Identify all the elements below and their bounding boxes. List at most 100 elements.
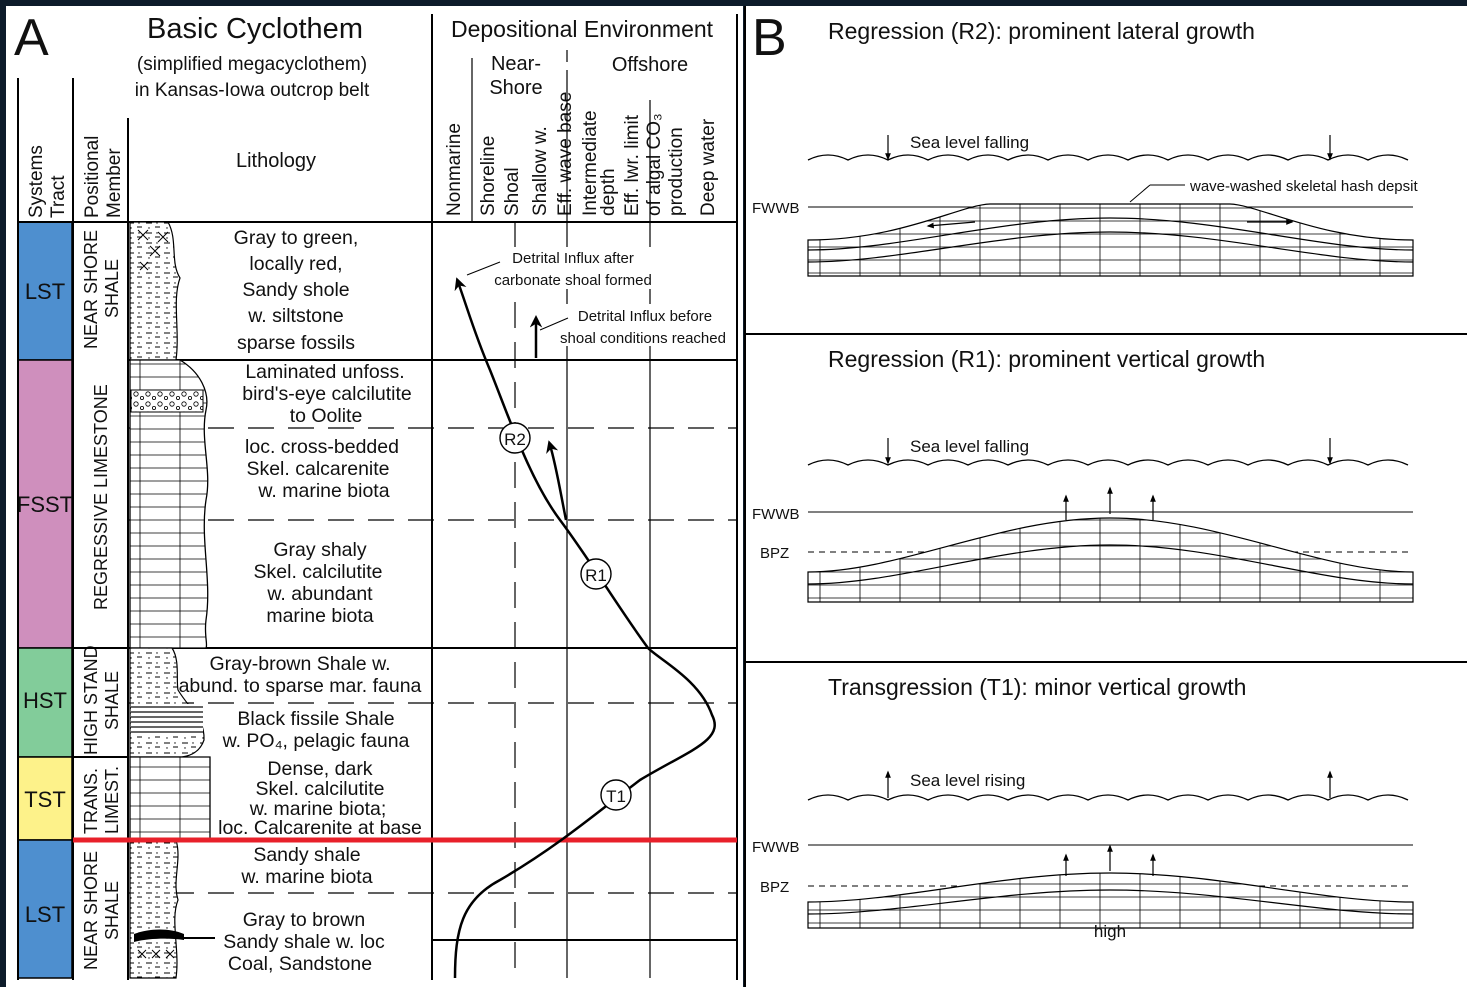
lith-unit2a-line1: Laminated unfoss. — [245, 361, 404, 383]
env-algal: of algal CO₃ — [644, 113, 665, 216]
tract-box-lst-top — [17, 221, 73, 361]
lith-unit2b-line1: loc. cross-bedded — [245, 436, 399, 458]
curve-labels: R2 R1 T1 — [499, 422, 632, 811]
sea-level-label-r1: Sea level falling — [910, 437, 1029, 456]
label-r2: R2 — [504, 430, 526, 449]
lith-unit5b-line1: Gray to brown — [243, 909, 365, 931]
tract-box-lst-bottom — [17, 839, 73, 979]
sea-surface-r1 — [807, 459, 1409, 466]
lith-unit5a-line2: w. marine biota — [240, 866, 372, 888]
lith-unit5b-line3: Coal, Sandstone — [228, 953, 372, 975]
fwwb-label-t1: FWWB — [752, 839, 799, 856]
member-regressive-limestone: REGRESSIVE LIMESTONE — [91, 384, 111, 610]
sea-surface-r2 — [807, 154, 1409, 161]
panel-b-letter: B — [752, 9, 787, 67]
section-t1: Transgression (T1): minor vertical growt… — [752, 674, 1414, 941]
sea-level-label-r2: Sea level falling — [910, 133, 1029, 152]
callout-wave-washed: wave-washed skeletal hash depsit — [1189, 178, 1418, 195]
header-tract: Tract — [48, 175, 69, 218]
lith-unit3b-line2: w. PO₄, pelagic fauna — [222, 730, 410, 752]
env-eff-lwr-limit: Eff. lwr. limit — [622, 114, 643, 216]
near-shore-1: Near- — [491, 53, 541, 75]
lith-unit4-line4: loc. Calcarenite at base — [218, 817, 422, 839]
fwwb-label-r2: FWWB — [752, 200, 799, 217]
env-nonmarine: Nonmarine — [444, 123, 465, 216]
tract-box-hst — [17, 647, 73, 758]
dashed-horizontals — [128, 427, 737, 894]
lith-unit3a-line1: Gray-brown Shale w. — [210, 653, 391, 675]
panel-a-subtitle-1: (simplified megacyclothem) — [137, 54, 367, 75]
panel-b-background — [746, 6, 1467, 987]
section-r2: Regression (R2): prominent lateral growt… — [752, 18, 1418, 277]
section-t1-title: Transgression (T1): minor vertical growt… — [828, 674, 1246, 700]
tract-label-lst-top: LST — [25, 279, 65, 304]
fwwb-label-r1: FWWB — [752, 506, 799, 523]
near-shore-2: Shore — [489, 77, 542, 99]
lith-unit3a-line2: abund. to sparse mar. fauna — [179, 675, 422, 697]
detrital-annotations: Detrital Influx after carbonate shoal fo… — [466, 247, 734, 347]
offshore-label: Offshore — [612, 54, 688, 76]
bpz-label-r1: BPZ — [760, 545, 789, 562]
tract-box-fsst — [17, 359, 73, 649]
label-high: high — [1094, 922, 1126, 941]
tract-label-tst: TST — [24, 787, 66, 812]
lith-unit2a-line3: to Oolite — [290, 405, 363, 427]
env-shoal: Shoal — [502, 167, 523, 216]
lith-unit2b-line3: w. marine biota — [257, 480, 389, 502]
detrital-after-1: Detrital Influx after — [512, 250, 634, 267]
tract-label-lst-bottom: LST — [25, 902, 65, 927]
lith-unit1-line4: w. siltstone — [247, 305, 343, 327]
lith-unit2a-line2: bird's-eye calcilutite — [242, 383, 412, 405]
member-trans-1: TRANS. — [81, 768, 101, 834]
panel-b: B Regression (R2): prominent lateral gro… — [746, 9, 1467, 941]
detrital-before-2: shoal conditions reached — [560, 330, 726, 347]
label-r1: R1 — [585, 566, 607, 585]
section-r1-title: Regression (R1): prominent vertical grow… — [828, 346, 1265, 372]
env-header: Depositional Environment — [451, 16, 714, 42]
member-high-stand-1: HIGH STAND — [81, 645, 101, 755]
lith-unit4-line2: Skel. calcilutite — [256, 778, 385, 800]
lithology-descriptions: Gray to green, locally red, Sandy shole … — [179, 227, 422, 975]
lith-unit5b-line2: Sandy shale w. loc — [223, 931, 385, 953]
env-eff-wave-base: Eff. wave base — [555, 92, 576, 216]
header-member: Member — [104, 148, 125, 218]
lith-unit4-line3: w. marine biota; — [249, 798, 387, 820]
member-near-shore-top-1: NEAR SHORE — [81, 230, 101, 349]
sea-level-label-t1: Sea level rising — [910, 771, 1025, 790]
panel-a-letter: A — [14, 9, 49, 67]
sea-surface-t1 — [807, 794, 1409, 801]
panel-a-title: Basic Cyclothem — [147, 13, 363, 45]
lith-unit2c-line2: Skel. calcilutite — [254, 561, 383, 583]
member-high-stand-2: SHALE — [102, 671, 122, 730]
header-positional: Positional — [82, 136, 103, 218]
tract-label-hst: HST — [23, 688, 67, 713]
env-intermediate: Intermediate — [580, 110, 601, 216]
header-lithology: Lithology — [236, 150, 316, 172]
lith-unit2b-line2: Skel. calcarenite — [246, 458, 389, 480]
member-near-shore-bottom-2: SHALE — [102, 881, 122, 940]
detrital-after-2: carbonate shoal formed — [494, 272, 652, 289]
section-r2-title: Regression (R2): prominent lateral growt… — [828, 18, 1255, 44]
env-shallow: Shallow w. — [530, 126, 551, 216]
lithology-column — [129, 221, 215, 979]
lith-unit2c-line1: Gray shaly — [273, 539, 366, 561]
env-depth: depth — [598, 168, 619, 216]
lith-unit1-line2: locally red, — [249, 253, 342, 275]
bpz-label-t1: BPZ — [760, 879, 789, 896]
env-column-guides — [471, 58, 651, 978]
lith-unit2c-line3: w. abundant — [266, 583, 373, 605]
section-r1: Regression (R1): prominent vertical grow… — [752, 346, 1414, 603]
env-production: production — [666, 127, 687, 216]
label-t1: T1 — [606, 787, 626, 806]
lith-unit2c-line4: marine biota — [266, 605, 373, 627]
env-deep-water: Deep water — [698, 118, 719, 216]
tract-label-fsst: FSST — [17, 492, 73, 517]
panel-a-grid — [17, 14, 738, 980]
member-near-shore-top-2: SHALE — [102, 259, 122, 318]
lith-unit4-line1: Dense, dark — [267, 758, 372, 780]
detrital-before-1: Detrital Influx before — [578, 308, 712, 325]
panel-a-subtitle-2: in Kansas-Iowa outcrop belt — [135, 80, 370, 101]
tract-box-tst — [17, 756, 73, 841]
lith-unit1-line5: sparse fossils — [237, 332, 355, 354]
